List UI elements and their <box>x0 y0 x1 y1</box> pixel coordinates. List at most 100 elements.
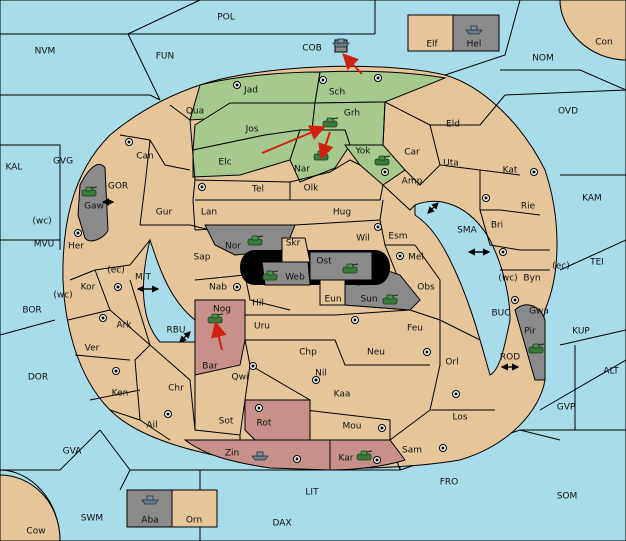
label-orn: Orn <box>186 516 202 526</box>
supply-centers <box>74 74 538 464</box>
label-nab: Nab <box>209 283 227 293</box>
label-sma: SMA <box>457 226 477 236</box>
label-elf: Elf <box>426 40 438 50</box>
supply-center-icon <box>255 404 263 412</box>
label-jad: Jad <box>243 86 258 96</box>
supply-center-icon <box>423 348 431 356</box>
supply-center-icon <box>530 168 538 176</box>
supply-center-icon <box>319 76 327 84</box>
label-qwi: Qwi <box>232 373 249 383</box>
label-nog: Nog <box>213 305 231 315</box>
label-byn: Byn <box>523 274 540 284</box>
label-pir: Pir <box>524 327 536 337</box>
label-rot: Rot <box>257 419 272 429</box>
label-swm: SWM <box>81 514 103 524</box>
label-hug: Hug <box>333 208 351 218</box>
supply-center-icon <box>374 74 382 82</box>
label-her: Her <box>68 242 84 252</box>
label-yok: Yok <box>354 147 371 157</box>
land-eun-tile <box>319 279 346 306</box>
label-ost: Ost <box>316 257 332 267</box>
supply-center-icon <box>374 223 382 231</box>
label-chp: Chp <box>299 348 317 358</box>
supply-center-icon <box>233 283 241 291</box>
label-amp: Amp <box>402 177 423 187</box>
supply-center-icon <box>164 410 172 418</box>
supply-center-icon <box>312 376 320 384</box>
label-gvg: GVG <box>53 157 73 167</box>
label-eun: Eun <box>324 295 341 305</box>
label-mel: Mel <box>408 253 424 263</box>
label-rod: ROD <box>500 353 520 363</box>
supply-center-icon <box>74 229 82 237</box>
label-tel: Tel <box>251 185 264 195</box>
label-nil: Nil <box>315 369 327 379</box>
label-orl: Orl <box>445 358 458 368</box>
supply-center-icon <box>249 362 257 370</box>
label-gwa: Gwa <box>529 307 549 317</box>
label-neu: Neu <box>367 348 385 358</box>
label-obs: Obs <box>417 283 435 293</box>
label-bar: Bar <box>202 362 218 372</box>
label-can: Can <box>136 152 154 162</box>
label-bor: BOR <box>22 306 41 316</box>
label-jos: Jos <box>245 125 259 135</box>
sea-labels: POL NVM FUN COB NOM Con OVD KAL GVG GOR … <box>6 13 620 537</box>
move-arrow-icon <box>318 131 334 160</box>
label-nom: NOM <box>532 54 554 64</box>
label-olk: Olk <box>304 184 320 194</box>
supply-center-icon <box>378 424 386 432</box>
label-alt: ALT <box>603 367 619 377</box>
label-con: Con <box>595 38 613 48</box>
label-wc-kor: (wc) <box>53 291 72 301</box>
label-bri: Bri <box>491 221 503 231</box>
label-ec-east: (ec) <box>552 262 570 272</box>
label-cob: COB <box>302 44 322 54</box>
supply-center-icon <box>373 456 381 464</box>
label-ver: Ver <box>85 344 100 354</box>
label-cow: Cow <box>26 527 45 537</box>
label-rbu: RBU <box>166 326 185 336</box>
two-way-arrows <box>101 198 520 371</box>
label-ark: Ark <box>116 321 132 331</box>
label-sch: Sch <box>329 88 345 98</box>
inner-sea-rbu <box>143 238 196 343</box>
label-kup: KUP <box>572 327 590 337</box>
label-buc: BUC <box>491 309 510 319</box>
move-arrow-icon <box>261 125 326 154</box>
supply-center-icon <box>99 314 107 322</box>
label-fun: FUN <box>156 52 175 62</box>
label-kar: Kar <box>339 454 354 464</box>
label-los: Los <box>452 413 467 423</box>
label-sam: Sam <box>402 446 422 456</box>
supply-center-icon <box>452 390 460 398</box>
label-hel: Hel <box>467 40 482 50</box>
label-kat: Kat <box>503 166 518 176</box>
label-nvm: NVM <box>35 47 56 57</box>
label-kaa: Kaa <box>334 390 351 400</box>
label-chr: Chr <box>168 384 184 394</box>
label-wc-east: (wc) <box>498 274 517 284</box>
supply-center-icon <box>482 194 490 202</box>
label-gor: GOR <box>108 182 128 192</box>
green-power-territories <box>189 70 447 186</box>
label-hil: Hil <box>252 299 264 309</box>
supply-center-icon <box>198 183 206 191</box>
label-car: Car <box>404 148 420 158</box>
label-gvp: GVP <box>557 403 576 413</box>
label-zin: Zin <box>225 449 239 459</box>
label-ail: Ail <box>146 421 157 431</box>
label-dax: DAX <box>272 519 291 529</box>
label-nar: Nar <box>294 165 310 175</box>
label-wc-west: (wc) <box>32 217 51 227</box>
label-som: SOM <box>557 492 578 502</box>
land-labels: Elf Hel Jad Sch Qua Jos Grh Eld Can Elc … <box>68 40 549 526</box>
supply-center-icon <box>351 316 359 324</box>
label-grh: Grh <box>344 109 360 119</box>
supply-center-icon <box>381 168 389 176</box>
inner-sea-sma <box>414 200 511 376</box>
label-uta: Uta <box>443 159 459 169</box>
label-gva: GVA <box>63 447 83 457</box>
